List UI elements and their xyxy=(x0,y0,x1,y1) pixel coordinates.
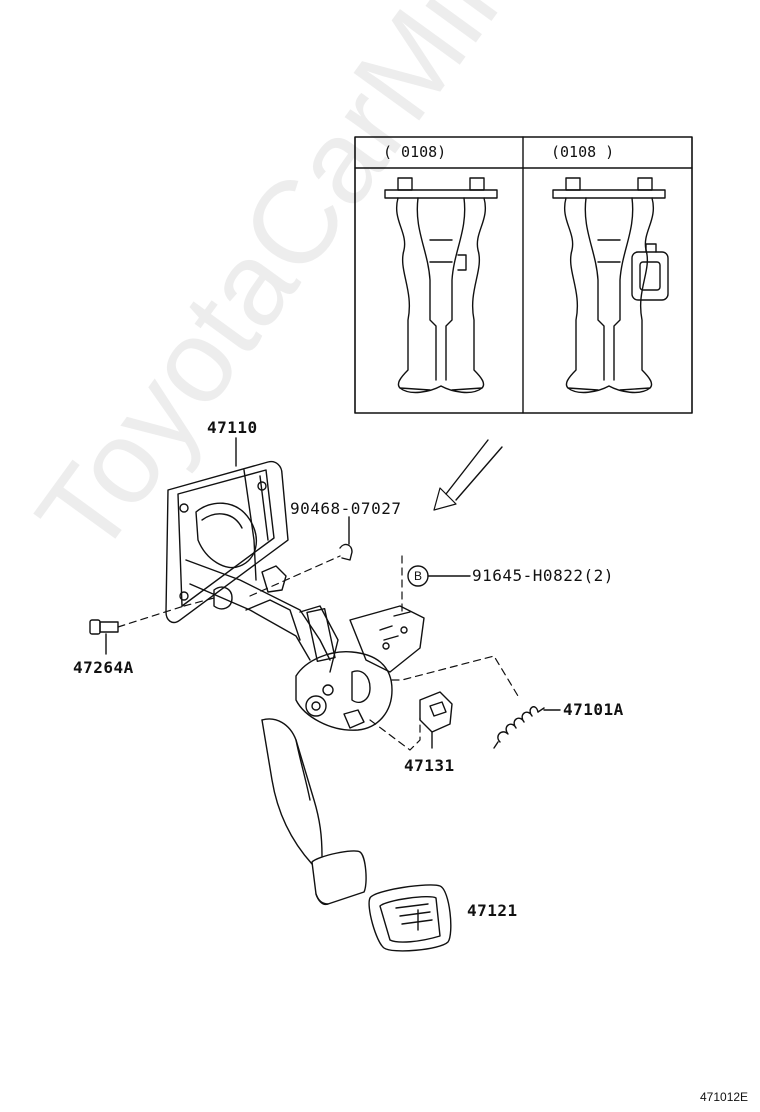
pedal-bracket-47110 xyxy=(165,460,339,673)
label-47264A: 47264A xyxy=(73,658,134,677)
label-47131: 47131 xyxy=(404,756,455,775)
view-arrow xyxy=(433,439,503,511)
inset-right-header: (0108 ) xyxy=(551,143,615,161)
label-91645-H0822: 91645-H0822(2) xyxy=(472,566,614,585)
label-47110: 47110 xyxy=(207,418,258,437)
pedal-end xyxy=(311,850,367,906)
dashed-assembly-lines xyxy=(117,555,519,751)
inset-right-bracket xyxy=(552,177,669,394)
pin-47264A xyxy=(89,619,119,655)
diagram-code: 471012E xyxy=(700,1090,749,1104)
label-90468-07027: 90468-07027 xyxy=(290,499,402,518)
pedal-arm xyxy=(261,605,425,865)
bolt-leader xyxy=(407,565,471,587)
clip-90468-07027 xyxy=(339,516,353,561)
pedal-pad-47121 xyxy=(368,884,452,952)
bolt-marker-b: B xyxy=(414,569,423,583)
inset-left-header: ( 0108) xyxy=(383,143,447,161)
inset-panel xyxy=(354,136,693,414)
spring-47101A xyxy=(493,706,561,749)
cushion-47131 xyxy=(419,691,453,749)
label-47121: 47121 xyxy=(467,901,518,920)
label-47101A: 47101A xyxy=(563,700,624,719)
inset-left-bracket xyxy=(384,177,498,394)
